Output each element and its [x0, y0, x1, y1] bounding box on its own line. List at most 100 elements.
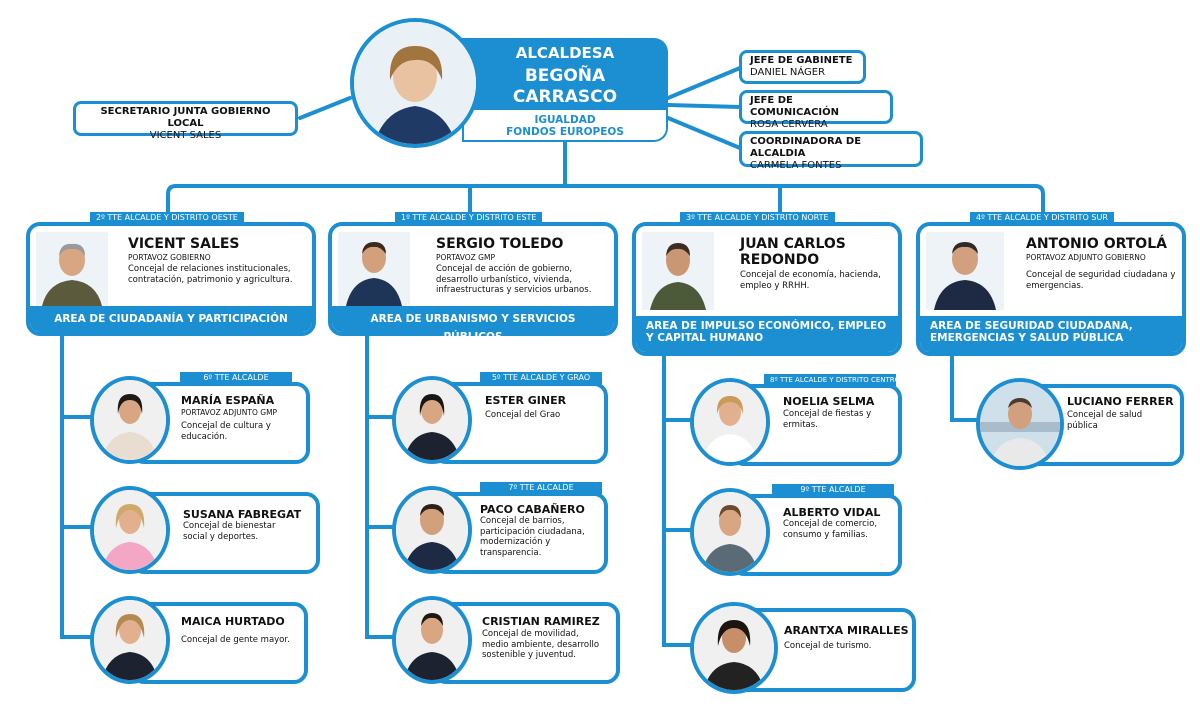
staff-role: JEFE DE COMUNICACIÓN [750, 95, 840, 118]
head-description: Concejal de acción de gobierno, desarrol… [436, 264, 592, 295]
area-label-line2: Y CAPITAL HUMANO [646, 332, 764, 344]
head-name: ANTONIO ORTOLÁ [1026, 236, 1167, 252]
member-description: Concejal del Grao [485, 410, 561, 420]
member-subtitle: PORTAVOZ ADJUNTO GMP [181, 408, 278, 417]
member-name: CRISTIAN RAMIREZ [482, 615, 600, 628]
head-photo [642, 232, 714, 310]
head-name-line2: REDONDO [740, 252, 820, 268]
member-description: Concejal de fiestas y ermitas. [783, 409, 872, 430]
area-band: AREA DE CIUDADANÍA Y PARTICIPACIÓN [30, 306, 312, 332]
member-name: MAICA HURTADO [181, 615, 285, 628]
staff-role: COORDINADORA DE ALCALDIA [750, 136, 862, 159]
member-name: ALBERTO VIDAL [783, 506, 881, 519]
mayor-area-line2: FONDOS EUROPEOS [506, 126, 624, 138]
member-name: PACO CABAÑERO [480, 503, 585, 516]
head-tag: 3º TTE ALCALDE Y DISTRITO NORTE [680, 212, 835, 224]
person-avatar-icon [694, 492, 766, 572]
area-band: AREA DE SEGURIDAD CIUDADANA, EMERGENCIAS… [920, 316, 1182, 352]
person-avatar-icon [934, 242, 996, 310]
member-photo [392, 486, 472, 574]
member-tag: 9º TTE ALCALDE [772, 484, 894, 496]
member-description: Concejal de barrios, participación ciuda… [480, 516, 585, 558]
member-photo [690, 378, 770, 466]
mayor-area-box [462, 110, 668, 142]
area-band: AREA DE URBANISMO Y SERVICIOS PÚBLICOS [332, 306, 614, 343]
head-card-urbanismo: SERGIO TOLEDO PORTAVOZ GMP Concejal de a… [328, 222, 618, 343]
member-name: MARÍA ESPAÑA [181, 394, 275, 407]
member-description: Concejal de bienestar social y deportes. [183, 521, 276, 542]
head-card-economia: JUAN CARLOS REDONDO Concejal de economía… [632, 222, 902, 356]
area-label: AREA DE URBANISMO Y SERVICIOS PÚBLICOS [370, 313, 576, 343]
area-label-line2: EMERGENCIAS Y SALUD PÚBLICA [930, 332, 1124, 344]
mayor-name-line1: BEGOÑA [524, 66, 606, 86]
head-name: VICENT SALES [128, 236, 240, 252]
head-description: Concejal de relaciones institucionales, … [128, 264, 293, 285]
person-avatar-icon [396, 380, 468, 460]
member-photo [392, 376, 472, 464]
mayor-area-line1: IGUALDAD [534, 114, 596, 126]
member-description: Concejal de cultura y educación. [181, 421, 271, 442]
mayor-photo [350, 18, 480, 148]
member-name: NOELIA SELMA [783, 395, 875, 408]
mayor-name-box [462, 38, 668, 110]
staff-name: CARMELA FONTES [750, 160, 842, 171]
member-description: Concejal de comercio, consumo y familias… [783, 519, 878, 540]
mayor-card: ALCALDESA BEGOÑA CARRASCO IGUALDAD FONDO… [462, 38, 668, 144]
head-photo [338, 232, 410, 306]
head-name-line1: JUAN CARLOS [740, 236, 846, 252]
staff-name: ROSA CERVERA [750, 119, 828, 130]
person-avatar-icon [94, 600, 166, 680]
head-name: SERGIO TOLEDO [436, 236, 564, 252]
staff-box-coordinadora: COORDINADORA DE ALCALDIA CARMELA FONTES [739, 131, 923, 171]
member-photo [690, 602, 778, 694]
member-name: LUCIANO FERRER [1067, 395, 1174, 408]
member-description: Concejal de salud pública [1067, 410, 1143, 431]
person-avatar-icon [396, 600, 468, 680]
mayor-title: ALCALDESA [515, 44, 615, 62]
person-avatar-icon [980, 382, 1060, 466]
member-photo [976, 378, 1064, 470]
head-card-seguridad: ANTONIO ORTOLÁ PORTAVOZ ADJUNTO GOBIERNO… [916, 222, 1186, 356]
person-avatar-icon [42, 243, 102, 306]
head-description: Concejal de economía, hacienda, empleo y… [740, 270, 881, 291]
member-name: ARANTXA MIRALLES [784, 624, 909, 637]
member-description: Concejal de gente mayor. [181, 635, 290, 645]
head-card-ciudadania: VICENT SALES PORTAVOZ GOBIERNO Concejal … [26, 222, 316, 336]
staff-box-gabinete: JEFE DE GABINETE DANIEL NÁGER [739, 50, 866, 84]
person-avatar-icon [94, 490, 166, 570]
person-avatar-icon [650, 243, 706, 310]
member-tag: 5º TTE ALCALDE Y GRAO [480, 372, 602, 384]
head-subtitle: PORTAVOZ GOBIERNO [128, 253, 211, 262]
head-tag: 4º TTE ALCALDE Y DISTRITO SUR [970, 212, 1114, 224]
area-label-line1: AREA DE IMPULSO ECONÓMICO, EMPLEO [646, 320, 887, 332]
member-description: Concejal de movilidad, medio ambiente, d… [482, 629, 600, 660]
member-photo [90, 596, 170, 684]
staff-role: JEFE DE GABINETE [750, 55, 853, 66]
person-avatar-icon [694, 606, 774, 690]
member-tag: 7º TTE ALCALDE [480, 482, 602, 494]
member-description: Concejal de turismo. [784, 641, 872, 651]
head-subtitle: PORTAVOZ ADJUNTO GOBIERNO [1026, 253, 1146, 262]
secretario-box: SECRETARIO JUNTA GOBIERNO LOCAL VICENT S… [73, 101, 298, 141]
head-photo [36, 232, 108, 306]
head-tag: 2º TTE ALCALDE Y DISTRITO OESTE [90, 212, 244, 224]
member-photo [690, 488, 770, 576]
person-avatar-icon [694, 382, 766, 462]
staff-box-comunicacion: JEFE DE COMUNICACIÓN ROSA CERVERA [739, 90, 893, 130]
member-photo [392, 596, 472, 684]
secretario-role: SECRETARIO JUNTA GOBIERNO LOCAL [100, 106, 271, 129]
area-band: AREA DE IMPULSO ECONÓMICO, EMPLEO Y CAPI… [636, 316, 898, 352]
head-photo [926, 232, 1004, 310]
member-photo [90, 486, 170, 574]
member-name: ESTER GINER [485, 394, 567, 407]
person-avatar-icon [346, 242, 402, 306]
person-avatar-icon [396, 490, 468, 570]
member-tag: 8º TTE ALCALDE Y DISTRITO CENTRO [764, 374, 900, 386]
staff-name: DANIEL NÁGER [750, 67, 826, 78]
member-photo [90, 376, 170, 464]
head-subtitle: PORTAVOZ GMP [436, 253, 495, 262]
mayor-name-line2: CARRASCO [512, 87, 618, 107]
person-avatar-icon [94, 380, 166, 460]
head-description: Concejal de seguridad ciudadana y emerge… [1026, 270, 1176, 291]
area-label-line1: AREA DE SEGURIDAD CIUDADANA, [930, 320, 1133, 332]
